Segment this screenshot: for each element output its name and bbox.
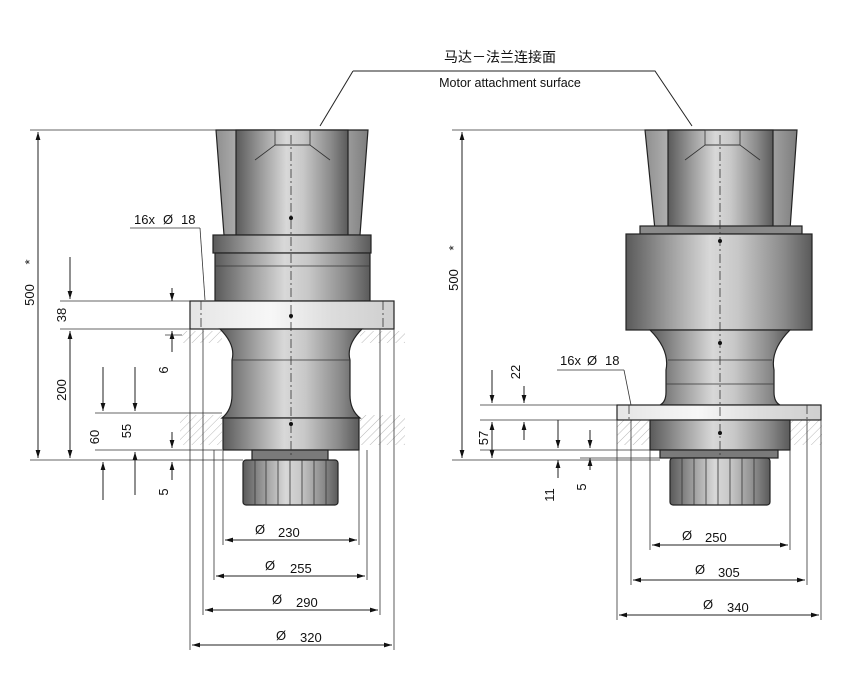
bolt-hole-count: 16x <box>560 353 581 368</box>
dia-340: 340 <box>727 600 749 615</box>
dia-symbol: Ø <box>272 592 282 607</box>
ground-hatch <box>360 331 405 343</box>
dia-250: 250 <box>705 530 727 545</box>
label-cn: 马达－法兰连接面 <box>444 49 556 66</box>
dim-57: 57 <box>476 431 491 445</box>
dim-60: 60 <box>87 430 102 444</box>
dia-symbol: Ø <box>276 628 286 643</box>
bolt-hole-count: 16x <box>134 212 155 227</box>
dim-200: 200 <box>54 379 69 401</box>
bolt-hole-dia: 18 <box>181 212 195 227</box>
left-view: 500 * 38 200 6 60 55 5 16x Ø 18 <box>22 129 405 650</box>
dia-symbol: Ø <box>695 562 705 577</box>
ground-hatch <box>360 415 405 445</box>
bolt-hole-dia: 18 <box>605 353 619 368</box>
gearbox-body <box>625 233 813 331</box>
ground-hatch <box>180 415 222 445</box>
diameter-symbol: Ø <box>587 353 597 368</box>
leader-right <box>600 70 693 127</box>
dia-symbol: Ø <box>255 522 265 537</box>
dia-symbol: Ø <box>265 558 275 573</box>
dim-500: 500 <box>22 284 37 306</box>
dim-38: 38 <box>54 308 69 322</box>
dia-290: 290 <box>296 595 318 610</box>
dim-22: 22 <box>508 365 523 379</box>
dia-symbol: Ø <box>703 597 713 612</box>
output-pinion <box>242 459 339 506</box>
upper-collar <box>212 234 372 254</box>
motor-core <box>667 129 774 231</box>
dia-255: 255 <box>290 561 312 576</box>
label-en: Motor attachment surface <box>439 76 581 90</box>
dim-500: 500 <box>446 269 461 291</box>
dim-500-mark: * <box>446 245 461 250</box>
dia-320: 320 <box>300 630 322 645</box>
leader-left <box>319 70 354 127</box>
dia-230: 230 <box>278 525 300 540</box>
upper-body <box>214 252 371 302</box>
diameter-symbol: Ø <box>163 212 173 227</box>
dia-305: 305 <box>718 565 740 580</box>
dim-55: 55 <box>119 424 134 438</box>
dim-11: 11 <box>542 488 557 502</box>
motor-attachment-label: 马达－法兰连接面 Motor attachment surface <box>319 49 693 127</box>
output-pinion <box>669 457 771 506</box>
right-view: 500 * 57 22 11 5 16x Ø 18 Ø 250 <box>446 129 822 620</box>
mounting-flange <box>616 404 822 421</box>
ground-hatch <box>182 331 222 343</box>
dim-6: 6 <box>156 366 171 373</box>
dia-symbol: Ø <box>682 528 692 543</box>
dim-5: 5 <box>574 483 589 490</box>
dim-500-mark: * <box>22 259 37 264</box>
dim-5: 5 <box>156 488 171 495</box>
